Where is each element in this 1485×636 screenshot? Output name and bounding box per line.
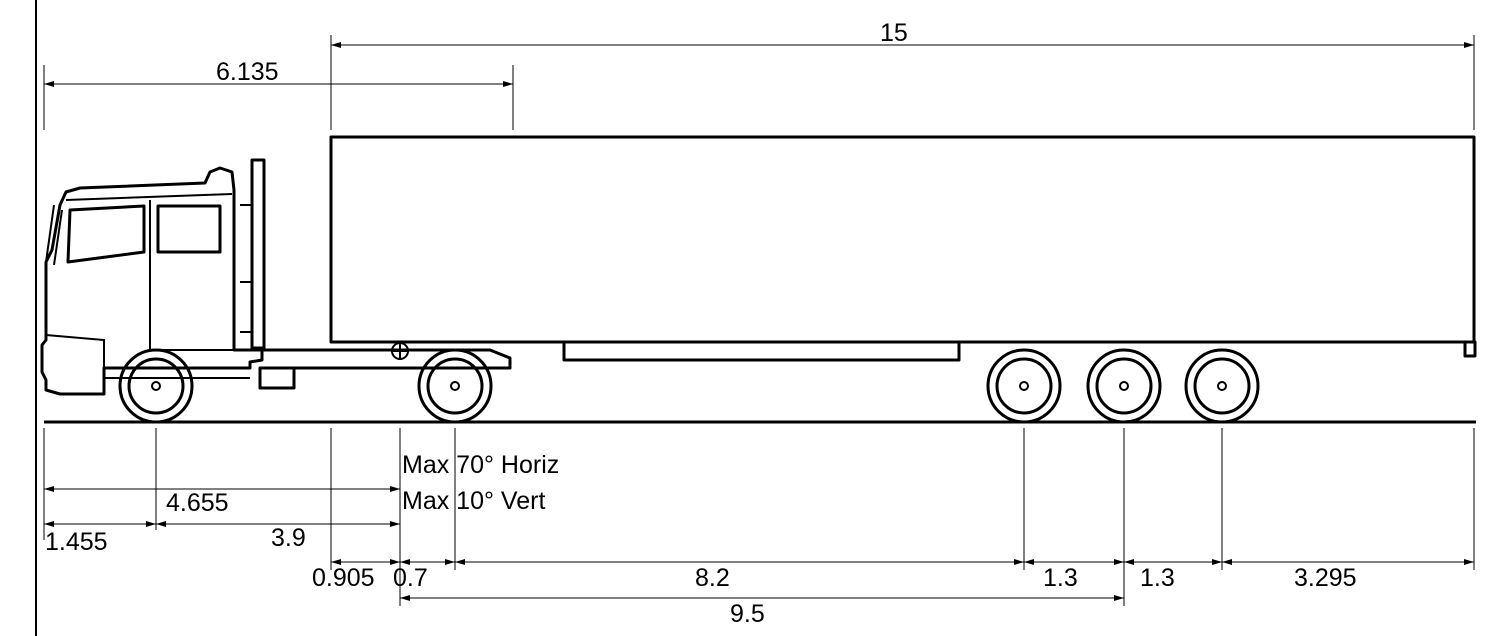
fuel-tank [258,366,296,390]
label-axle-spacing-2: 1.3 [1140,564,1175,592]
cab-front-line [45,204,55,263]
fifth-wheel-coupling [391,342,409,360]
trailer-rear-bumper [1463,340,1477,358]
label-rear-overhang: 3.295 [1294,564,1357,592]
trailer-skirt [562,340,961,362]
label-kingpin-to-trailer-axle-center: 9.5 [730,600,765,628]
drive-axle-wheel [417,348,493,424]
note-coupling-vertical: Max 10° Vert [402,487,545,515]
bottom-dimensions: Max 70° Horiz Max 10° Vert 4.655 1.455 3… [43,428,1475,628]
tractor-unit [40,158,512,396]
trailer-unit [329,135,1477,362]
label-front-overhang: 1.455 [45,528,108,556]
trailer-axle-wheel-2 [1086,348,1162,424]
label-axle-spacing-1: 1.3 [1043,564,1078,592]
cab-mirror-line [53,209,63,266]
note-coupling-horizontal: Max 70° Horiz [402,451,559,479]
label-kingpin-to-trailer-axle: 8.2 [695,564,730,592]
label-wheelbase-to-kingpin: 4.655 [166,489,229,517]
wheels [118,348,1260,424]
label-kingpin-from-front: 6.135 [216,58,279,86]
cab-window-side [156,204,222,254]
label-tractor-wheelbase: 3.9 [271,524,306,552]
exhaust-bracket [240,204,252,333]
cab-outline [40,166,264,396]
cab-lower-line [45,334,105,368]
chassis-frame [234,348,512,370]
cab-roof-line [65,193,233,201]
exhaust-stack [250,158,266,350]
top-dimensions: 15 6.135 [43,19,1475,130]
front-axle-wheel [118,348,194,424]
label-trailer-front-to-kingpin: 0.905 [312,564,375,592]
trailer-axle-wheel-3 [1184,348,1260,424]
trailer-box [329,135,1476,344]
label-kingpin-to-rear-axle: 0.7 [393,564,428,592]
label-trailer-length: 15 [880,19,908,47]
cab-window-front [66,204,146,264]
trailer-axle-wheel-1 [986,348,1062,424]
